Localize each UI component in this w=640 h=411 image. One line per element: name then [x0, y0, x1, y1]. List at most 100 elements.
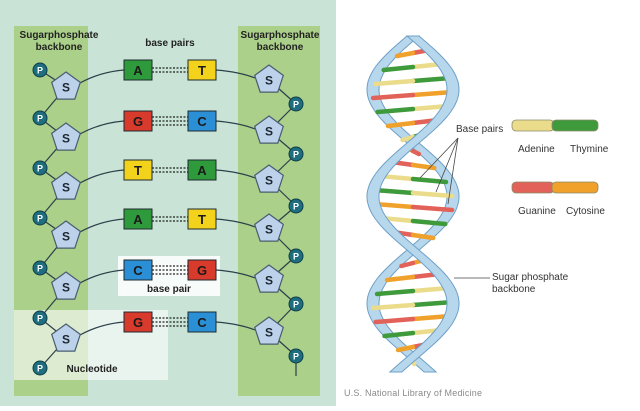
sugar-label: S [62, 132, 70, 146]
base-block-right [187, 208, 217, 230]
base-block-left [123, 208, 153, 230]
base-pairs-pointer [447, 137, 459, 205]
right-phosphate [288, 96, 304, 112]
phosphate-label: P [293, 252, 299, 262]
double-helix-illustration: Base pairs Sugar phosphate backbone Aden… [336, 0, 640, 406]
helix-base [373, 316, 416, 325]
right-phosphate [288, 296, 304, 312]
helix-base [410, 204, 455, 213]
left-phosphate [32, 62, 48, 78]
helix-base [410, 218, 448, 227]
nucleotide-label: Nucleotide [66, 364, 118, 375]
helix-base [410, 162, 437, 171]
sugar-base-link [215, 169, 256, 179]
legend-bar-right [551, 181, 599, 194]
right-sugar [253, 164, 285, 193]
left-sugar [50, 323, 82, 352]
sugar-label: S [62, 230, 70, 244]
phosphate-label: P [293, 202, 299, 212]
base-letter-right: T [198, 63, 206, 78]
front-strand [366, 35, 460, 373]
left-phosphate [32, 110, 48, 126]
right-sugar [253, 213, 285, 242]
right-phosphate [288, 348, 304, 364]
sugar-label: S [62, 181, 70, 195]
left-sugar [50, 122, 82, 151]
base-pair-callout-label: base pair [147, 284, 191, 295]
helix-base [375, 106, 416, 115]
base-block-left [123, 159, 153, 181]
phosphate-label: P [37, 114, 43, 124]
sugar-base-link [215, 218, 256, 228]
sugar-label: S [62, 333, 70, 347]
left-sugar [50, 171, 82, 200]
helix-base [410, 89, 456, 98]
legend-thymine-label: Thymine [570, 144, 609, 155]
sugar-phosphate-backbone-label: Sugar phosphate backbone [492, 272, 568, 296]
left-backbone-header-line1: Sugarphosphate [19, 30, 99, 41]
base-letter-left: A [133, 63, 143, 78]
sugar-base-link [215, 120, 256, 130]
helix-base [394, 50, 416, 59]
credit-text: U.S. National Library of Medicine [344, 388, 483, 398]
phosphate-label: P [37, 264, 43, 274]
legend-bar-right [551, 119, 599, 132]
helix-base [374, 288, 416, 297]
right-sugar [253, 115, 285, 144]
backbone-label-line2: backbone [492, 284, 536, 295]
helix-base [382, 330, 416, 339]
right-sugar [253, 264, 285, 293]
sugar-base-link [79, 69, 125, 84]
sugar-base-link [79, 269, 125, 284]
base-block-right [187, 59, 217, 81]
right-phosphate [288, 248, 304, 264]
sugar-label: S [265, 223, 273, 237]
base-pairs-label: Base pairs [456, 124, 504, 135]
left-sugar [50, 71, 82, 100]
left-backbone-header: Sugarphosphate backbone [14, 30, 104, 54]
right-sugar [253, 64, 285, 93]
phosphate-label: P [293, 150, 299, 160]
right-sugar [253, 316, 285, 345]
phosphate-label: P [37, 214, 43, 224]
helix-base [384, 274, 416, 283]
left-phosphate [32, 360, 48, 376]
helix-base [381, 64, 416, 73]
sugar-label: S [62, 281, 70, 295]
right-backbone-header: Sugarphosphate backbone [232, 30, 328, 54]
base-letter-left: A [133, 212, 143, 227]
backbone-label-line1: Sugar phosphate [492, 272, 569, 283]
base-letter-right: A [197, 163, 207, 178]
sugar-label: S [265, 274, 273, 288]
phosphate-label: P [293, 100, 299, 110]
phosphate-label: P [37, 364, 43, 374]
left-phosphate [32, 210, 48, 226]
base-letter-right: C [197, 114, 207, 129]
legend-guanine-label: Guanine [518, 206, 556, 217]
sugar-base-link [215, 69, 256, 79]
sugar-label: S [265, 125, 273, 139]
helix-base [370, 302, 416, 311]
left-phosphate [32, 160, 48, 176]
helix-base [410, 148, 422, 157]
double-helix-graphic [366, 35, 599, 373]
base-pairs-pointer [419, 137, 459, 179]
helix-base [371, 187, 416, 196]
sugar-label: S [265, 74, 273, 88]
legend-bar-left [511, 181, 555, 194]
sugar-base-link [79, 218, 125, 233]
right-phosphate [288, 146, 304, 162]
base-block-left [123, 59, 153, 81]
base-pairs-pointer [435, 137, 459, 193]
base-block-right [187, 159, 217, 181]
legend-adenine-label: Adenine [518, 144, 555, 155]
sugar-label: S [265, 326, 273, 340]
phosphate-label: P [37, 164, 43, 174]
sugar-label: S [265, 174, 273, 188]
